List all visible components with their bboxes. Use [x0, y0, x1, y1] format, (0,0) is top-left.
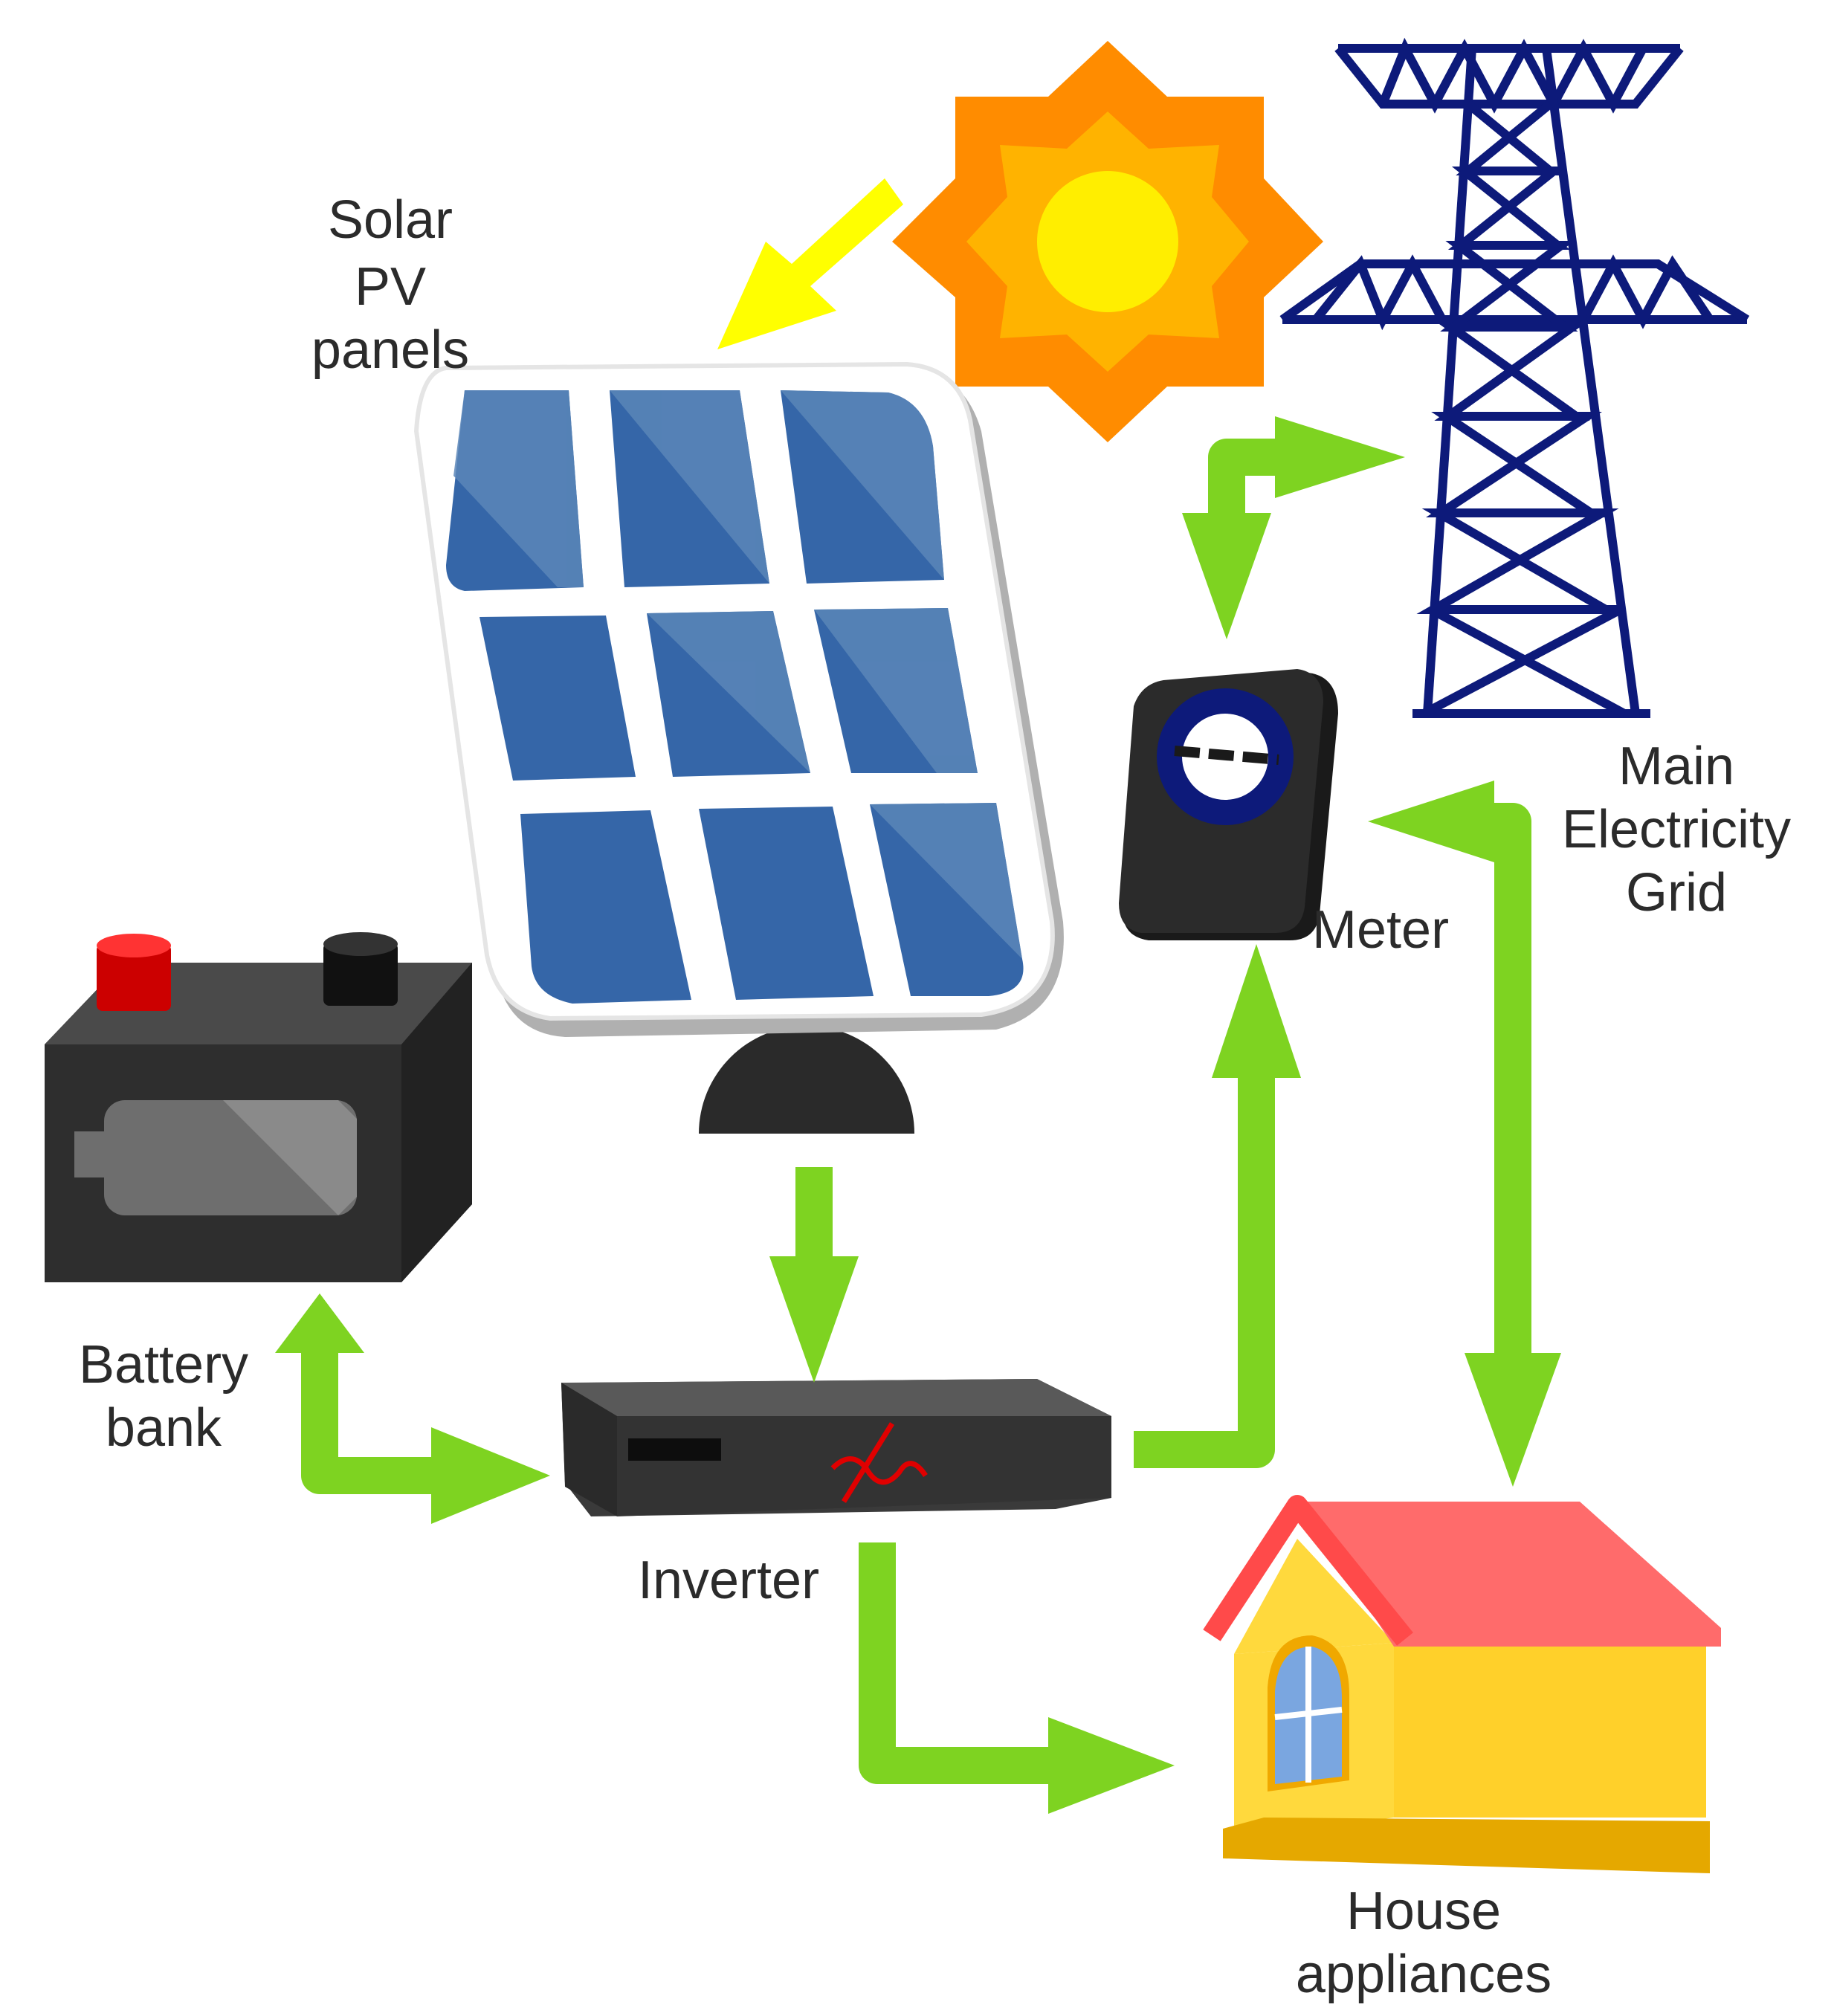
- inverter-icon: [561, 1379, 1111, 1516]
- flow-arrowheads: [275, 416, 1561, 1814]
- inverter-label: Inverter: [638, 1551, 819, 1610]
- transmission-tower-icon: [1279, 37, 1750, 718]
- solar-label-line2: PV: [355, 257, 426, 317]
- sun-icon: [892, 41, 1323, 442]
- sun-ray-arrow: [717, 178, 903, 349]
- house-label-line2: appliances: [1296, 1945, 1552, 2004]
- battery-icon: [45, 932, 472, 1282]
- house-icon: [1203, 1495, 1721, 1873]
- battery-label-line2: bank: [106, 1398, 222, 1458]
- grid-label-line1: Main: [1618, 737, 1734, 796]
- grid-label-line3: Grid: [1626, 863, 1727, 923]
- grid-label-line2: Electricity: [1562, 800, 1791, 859]
- solar-label-line1: Solar: [328, 190, 453, 250]
- solar-label-line3: panels: [311, 320, 469, 380]
- house-label-line1: House: [1346, 1881, 1501, 1941]
- meter-label: Meter: [1312, 900, 1449, 960]
- solar-panel-icon: [413, 361, 1064, 1134]
- electricity-meter-icon: [1119, 669, 1338, 940]
- battery-label-line1: Battery: [79, 1335, 248, 1395]
